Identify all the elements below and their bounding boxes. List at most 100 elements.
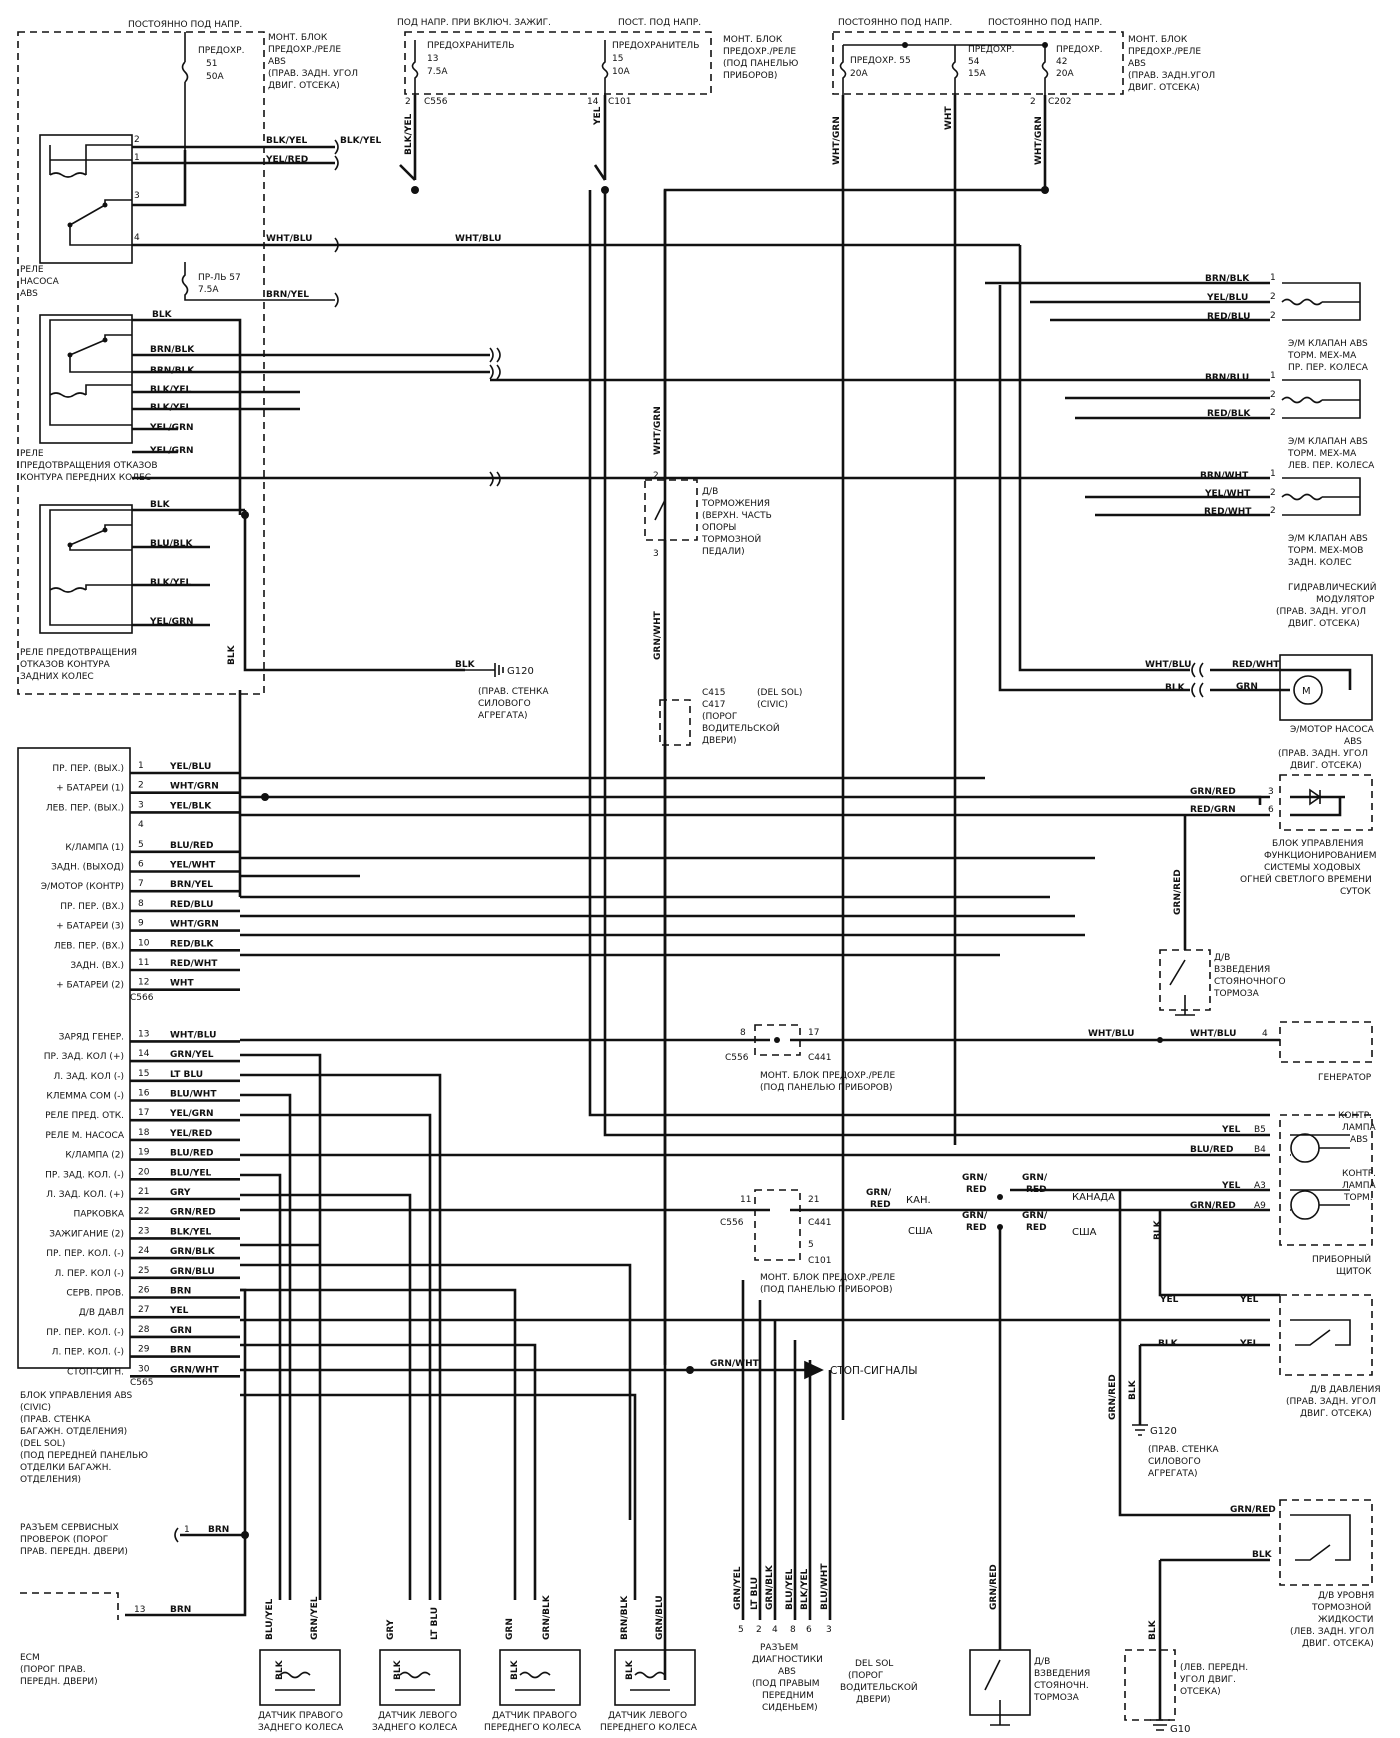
s2-wire-blk: BLK <box>393 1659 403 1680</box>
abs-block-line-4: (ПРАВ. ЗАДН. УГОЛ <box>268 69 358 79</box>
wire-blk-p: BLK <box>1158 1339 1179 1349</box>
splice-blk <box>241 511 249 519</box>
park2-line-2: ВЗВЕДЕНИЯ <box>1034 1669 1090 1679</box>
ecu-pin-num-18: 18 <box>138 1128 150 1138</box>
conn-c565: C565 <box>130 1378 153 1388</box>
cluster-pin-b4: B4 <box>1254 1145 1266 1155</box>
ecu-pin-num-7: 7 <box>138 879 144 889</box>
diag-delsol-2: (ПОРОГ <box>848 1671 883 1681</box>
can-conn-c556: C556 <box>720 1218 744 1228</box>
ecu-pin-num-13: 13 <box>138 1029 149 1039</box>
sensor-wires <box>240 1053 637 1600</box>
ecu-pin-label-27: Д/В ДАВЛ <box>79 1308 124 1318</box>
front-relay-symbol <box>49 319 132 426</box>
brake-line-3: (ВЕРХН. ЧАСТЬ <box>702 511 772 521</box>
lamp-internal <box>1290 1134 1350 1211</box>
abs-block-line-3: ABS <box>268 57 286 67</box>
ecu-pin-wire-label-15: LT BLU <box>170 1070 203 1080</box>
wire-red-blu-v1: RED/BLU <box>1207 312 1250 322</box>
wire-yel-wht-v3: YEL/WHT <box>1204 489 1251 499</box>
stop-arrow-icon <box>804 1360 824 1380</box>
ecu-pin-num-25: 25 <box>138 1266 149 1276</box>
drl-line-1: БЛОК УПРАВЛЕНИЯ <box>1272 839 1364 849</box>
ecu-pin-num-5: 5 <box>138 840 144 850</box>
abs-ecu-box <box>17 747 131 1369</box>
g120-1-line-2: СИЛОВОГО <box>478 699 531 709</box>
conn-c566: C566 <box>130 993 154 1003</box>
s1-wire-grn-yel: GRN/YEL <box>310 1596 320 1640</box>
fluid-line-2: ТОРМОЗНОЙ <box>1311 1601 1371 1613</box>
ecu-pin-num-17: 17 <box>138 1108 149 1118</box>
wire-blk-yel-2: BLK/YEL <box>340 136 382 146</box>
ecu-pin-num-10: 10 <box>138 938 150 948</box>
diag-wires <box>741 1280 832 1620</box>
s3-wire-grn: GRN <box>505 1618 515 1640</box>
modulator-line-2: МОДУЛЯТОР <box>1316 595 1375 605</box>
gen-block-2: (ПОД ПАНЕЛЬЮ ПРИБОРОВ) <box>760 1083 893 1093</box>
valve3-line-2: ТОРМ. МЕХ-МОВ <box>1287 546 1363 556</box>
valve1-line-1: Э/М КЛАПАН ABS <box>1288 339 1368 349</box>
wire-grn-wht-stop: GRN/WHT <box>710 1359 760 1369</box>
lamp1-line-2: ЛАМПА <box>1342 1123 1376 1133</box>
can-usa-1: США <box>908 1226 933 1237</box>
ecu-pin-wire-label-23: BLK/YEL <box>170 1227 212 1237</box>
pressure-line-3: ДВИГ. ОТСЕКА) <box>1300 1409 1372 1419</box>
fuse57-amp: 7.5A <box>198 285 219 295</box>
diag-line-1: РАЗЪЕМ <box>760 1643 798 1653</box>
s1-line-1: ДАТЧИК ПРАВОГО <box>258 1711 343 1721</box>
drl-box <box>1279 774 1373 831</box>
wire-blk-yel-c: BLK/YEL <box>150 578 192 588</box>
ecu-pin-label-18: РЕЛЕ М. НАСОСА <box>45 1131 124 1141</box>
service-line-2: ПРОВЕРОК (ПОРОГ <box>20 1535 108 1545</box>
wire-yel-p2: YEL <box>1239 1295 1259 1305</box>
ecu-pin-num-1: 1 <box>138 761 144 771</box>
ecu-pin-wire-label-5: BLU/RED <box>170 841 213 851</box>
ecu-pin-label-3: ЛЕВ. ПЕР. (ВЫХ.) <box>46 803 124 813</box>
wire-blk-yel-b: BLK/YEL <box>150 403 192 413</box>
f13-num: 13 <box>427 54 438 64</box>
valve-3 <box>490 476 1361 517</box>
can-pin-11: 11 <box>740 1195 751 1205</box>
ecu-label-3: (ПРАВ. СТЕНКА <box>20 1415 91 1425</box>
v1-pin-2: 2 <box>1270 292 1276 302</box>
f42-conn: C202 <box>1048 97 1071 107</box>
s1-wire-blk: BLK <box>275 1659 285 1680</box>
ecu-pin-num-6: 6 <box>138 860 144 870</box>
gen-pin-17: 17 <box>808 1028 819 1038</box>
rear-relay-line-2: ОТКАЗОВ КОНТУРА <box>20 660 111 670</box>
rear-relay-symbol <box>49 509 132 626</box>
ecu-pin-label-15: Л. ЗАД. КОЛ (-) <box>53 1072 124 1082</box>
wire-yel-blu-v1: YEL/BLU <box>1206 293 1248 303</box>
fuse51-num: 51 <box>206 59 217 69</box>
diag-line-3: ABS <box>778 1667 796 1677</box>
wire-yel-grn-c: YEL/GRN <box>149 617 194 627</box>
brake-pin-top: 2 <box>653 471 659 481</box>
wire-brn-blu-v2: BRN/BLU <box>1205 373 1249 383</box>
ecu-pin-num-14: 14 <box>138 1049 150 1059</box>
fluid-line-3: ЖИДКОСТИ <box>1318 1615 1373 1625</box>
ecu-pin-wire-label-2: WHT/GRN <box>170 782 219 792</box>
c417-civic: (CIVIC) <box>757 700 788 710</box>
valve-2 <box>490 378 1361 420</box>
g10-box <box>1124 1649 1176 1721</box>
ecu-pin-wire-label-25: GRN/BLU <box>170 1267 215 1277</box>
ecu-pin-wire-label-10: RED/BLK <box>170 939 214 949</box>
valve2-line-2: ТОРМ. МЕХ-МА <box>1287 449 1357 459</box>
ecu-pin-label-10: ЛЕВ. ПЕР. (ВХ.) <box>54 941 124 951</box>
f13-amp: 7.5A <box>427 67 448 77</box>
f13-label: ПРЕДОХРАНИТЕЛЬ <box>427 41 514 51</box>
f13-conn: C556 <box>424 97 448 107</box>
door-connector-box <box>659 699 691 746</box>
ecu-pin-wire-label-6: YEL/WHT <box>169 861 216 871</box>
service-wire-label: BRN <box>208 1525 229 1535</box>
ecu-pin-wire-label-8: RED/BLU <box>170 900 213 910</box>
motor-line-3: (ПРАВ. ЗАДН. УГОЛ <box>1278 749 1368 759</box>
wire-wht-f54: WHT <box>944 106 954 130</box>
ecm-line-2: (ПОРОГ ПРАВ. <box>20 1665 86 1675</box>
can-kanada: КАНАДА <box>1072 1192 1115 1203</box>
diag-wire-grn-blk: GRN/BLK <box>765 1564 775 1610</box>
ecu-pin-wire-label-9: WHT/GRN <box>170 920 219 930</box>
wire-blk-g120-2: BLK <box>1128 1379 1138 1400</box>
door-line-3: ДВЕРИ) <box>702 736 737 746</box>
fluid-line-5: ДВИГ. ОТСЕКА) <box>1302 1639 1374 1649</box>
